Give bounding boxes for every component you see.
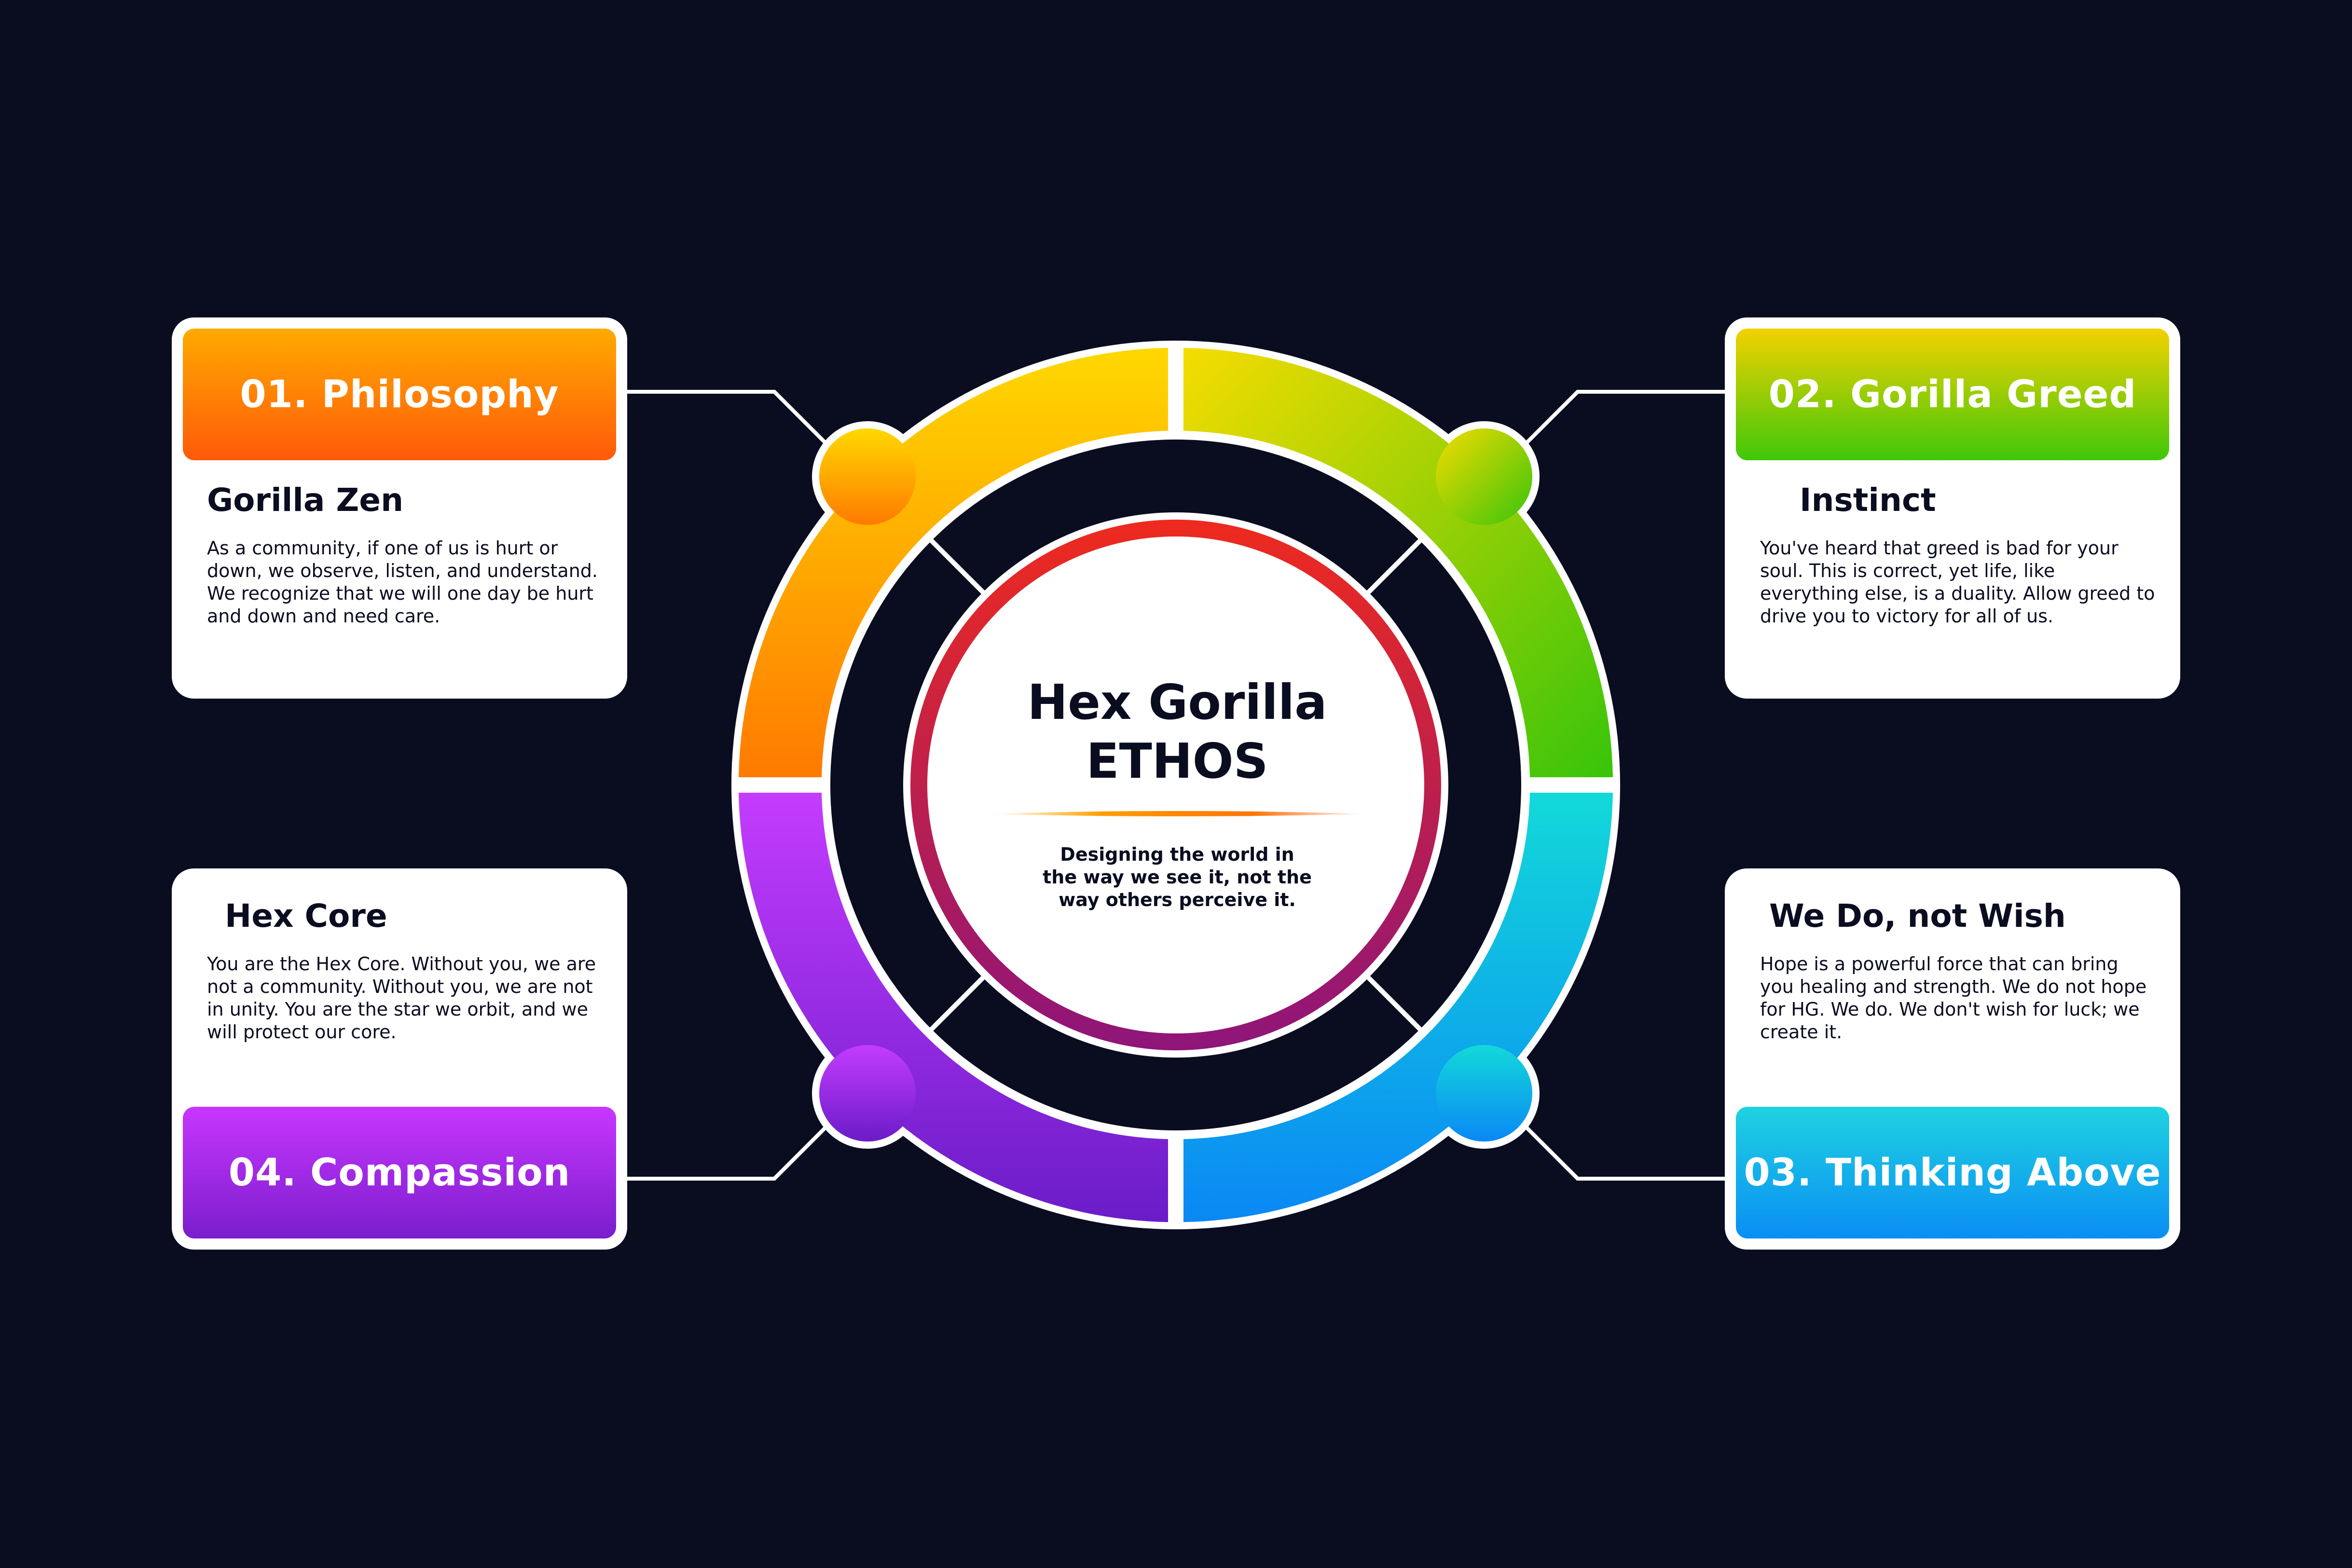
card-title-instinct: Instinct	[1800, 481, 1936, 519]
ring-segment-gorilla-greed	[1183, 348, 1613, 777]
ring-segment-thinking-above	[1183, 793, 1613, 1222]
card-thinking-above: We Do, not Wish Hope is a powerful force…	[1725, 868, 2180, 1250]
card-body-we-do-not-wish: Hope is a powerful force that can bring …	[1760, 953, 2147, 1043]
card-gorilla-greed: 02. Gorilla Greed Instinct You've heard …	[1725, 317, 2180, 699]
card-philosophy: 01. Philosophy Gorilla Zen As a communit…	[172, 317, 627, 699]
connector-thinking-above	[1509, 1110, 1730, 1181]
banner-compassion: 04. Compassion	[180, 1104, 619, 1241]
center-subtitle: Designing the world in the way we see it…	[1043, 844, 1312, 910]
center-divider	[989, 811, 1365, 816]
card-title-hex-core: Hex Core	[225, 897, 387, 935]
card-body-hex-core: You are the Hex Core. Without you, we ar…	[207, 953, 596, 1043]
knob-compassion	[819, 1045, 916, 1142]
center-circle	[927, 536, 1424, 1033]
card-title-we-do-not-wish: We Do, not Wish	[1769, 897, 2066, 935]
banner-philosophy: 01. Philosophy	[180, 326, 619, 463]
banner-gorilla-greed: 02. Gorilla Greed	[1733, 326, 2172, 463]
card-compassion: Hex Core You are the Hex Core. Without y…	[172, 868, 627, 1250]
center-title-line1: Hex Gorilla	[1027, 674, 1327, 730]
center-title-line2: ETHOS	[1086, 733, 1268, 789]
ring-segment-philosophy	[739, 348, 1168, 777]
connector-gorilla-greed	[1509, 390, 1730, 461]
connector-lines	[622, 390, 1730, 1181]
knob-thinking-above	[1436, 1045, 1532, 1142]
knob-gorilla-greed	[1436, 428, 1532, 525]
center-title: Hex Gorilla ETHOS	[936, 673, 1418, 791]
card-body-gorilla-zen: As a community, if one of us is hurt or …	[207, 537, 598, 627]
ring-segment-compassion	[739, 793, 1168, 1222]
banner-thinking-above: 03. Thinking Above	[1733, 1104, 2172, 1241]
card-title-gorilla-zen: Gorilla Zen	[207, 481, 404, 519]
connector-compassion	[622, 1110, 843, 1181]
card-body-instinct: You've heard that greed is bad for your …	[1760, 537, 2155, 627]
ring-spokes	[927, 536, 1425, 1034]
connector-philosophy	[622, 390, 843, 461]
knob-philosophy	[819, 428, 916, 525]
